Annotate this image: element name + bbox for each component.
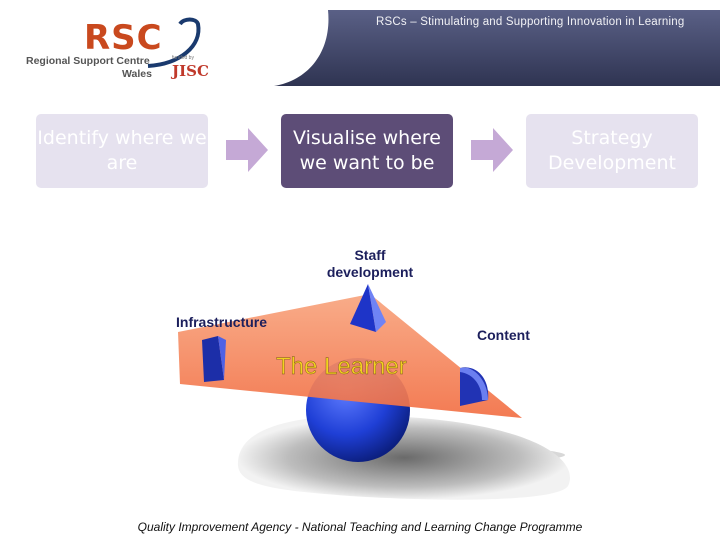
rsc-logo-text: RSC	[84, 18, 163, 58]
staff-pyramid	[350, 284, 376, 332]
arrow-right-icon	[471, 128, 513, 172]
balance-plank	[178, 294, 522, 418]
arrow-right-icon	[226, 128, 268, 172]
label-learner: The Learner	[276, 353, 407, 380]
funded-by-label: funded by	[172, 55, 194, 61]
rsc-logo-region: Wales	[122, 68, 152, 80]
banner-title: RSCs – Stimulating and Supporting Innova…	[376, 16, 685, 28]
step-visualise: Visualise where we want to be	[281, 114, 453, 188]
header-banner	[274, 10, 720, 86]
content-block-face	[460, 368, 488, 400]
infrastructure-block	[202, 336, 224, 382]
footer-caption: Quality Improvement Agency - National Te…	[137, 520, 583, 534]
rsc-logo: RSC Regional Support Centre Wales funded…	[22, 14, 222, 84]
rsc-logo-subtitle: Regional Support Centre	[26, 55, 150, 67]
step-identify: Identify where we are	[36, 114, 208, 188]
swoosh-icon	[147, 17, 201, 68]
content-block	[460, 367, 489, 406]
jisc-logo: JISC	[172, 62, 209, 80]
label-infrastructure: Infrastructure	[176, 314, 267, 330]
staff-pyramid-face	[368, 284, 386, 332]
step-strategy: Strategy Development	[526, 114, 698, 188]
infrastructure-block-face	[218, 336, 226, 380]
label-content: Content	[477, 327, 530, 343]
